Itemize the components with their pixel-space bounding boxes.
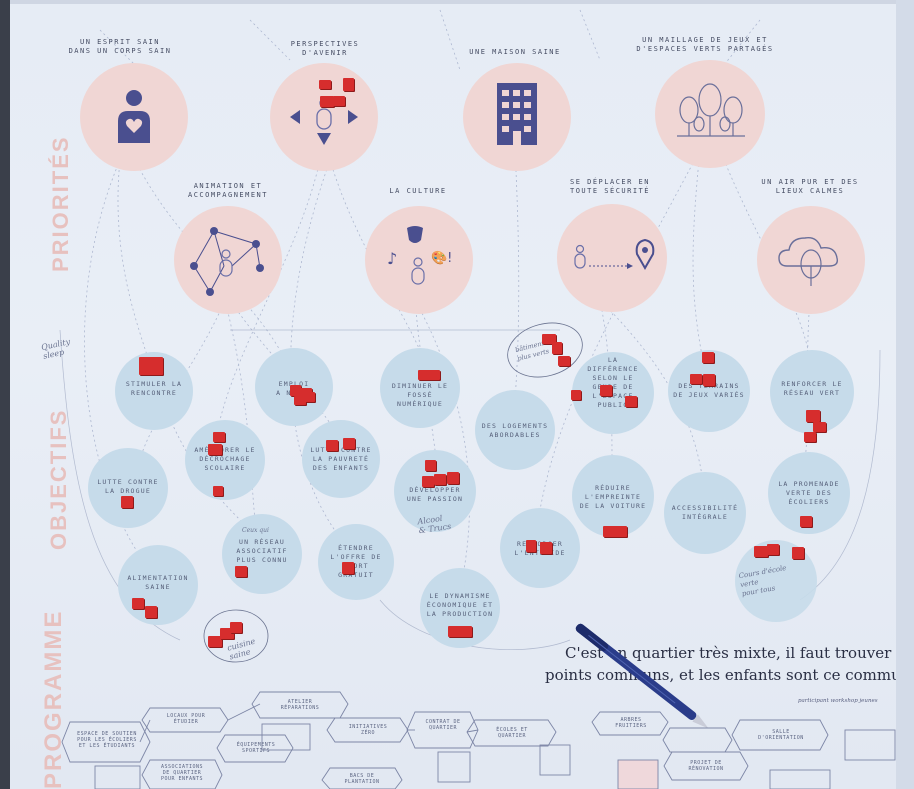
priority-label: UN MAILLAGE DE JEUX ET D'ESPACES VERTS P… [636,36,774,53]
cloud-tree-icon [778,237,839,286]
objective-label: ÉTENDRE L'OFFRE DE SPORT GRATUIT [330,544,382,579]
objective-label: LUTTE CONTRE LA DROGUE [97,478,159,495]
programme-box: INITIATIVES ZÉRO [348,724,388,736]
priority-label: ANIMATION ET ACCOMPAGNEMENT [187,182,268,199]
objective-label: LA PROMENADE VERTE DES ÉCOLIERS [778,480,840,506]
programme-box: ASSOCIATIONS DE QUARTIER POUR ENFANTS [160,764,204,782]
objective-label: DÉVELOPPER UNE PASSION [406,486,464,503]
objective-label: UN RÉSEAU ASSOCIATIF PLUS CONNU [236,538,288,564]
priority-circle: ♪ 🎨! [365,206,473,314]
objective-label: RENFORCER L'ENTRAIDE [500,540,580,558]
programme-box: PROJET DE RÉNOVATION [688,760,724,772]
poster-left-edge [0,0,10,789]
priority-label: UN ESPRIT SAIN DANS UN CORPS SAIN [68,38,172,55]
objective-circle [185,420,265,500]
quote-credit: participant workshop jeunes [798,698,878,704]
svg-text:🎨!: 🎨! [431,249,452,266]
objective-circle [302,420,380,498]
priority-circle [174,206,282,314]
objective-label: ACCESSIBILITÉ INTÉGRALE [671,504,739,521]
objective-label: DES TERRAINS DE JEUX VARIÉS [673,382,745,399]
programme-box: ÉCOLES ET QUARTIER [496,727,528,739]
objective-circle [88,448,168,528]
priority-label: UN AIR PUR ET DES LIEUX CALMES [761,178,859,195]
network-icon [190,227,264,296]
priority-circle [463,63,571,171]
priority-label: UNE MAISON SAINE [469,48,561,56]
objective-circle [668,350,750,432]
programme-box: ARBRES FRUITIERS [615,717,647,729]
objective-circle [380,348,460,428]
svg-text:♪: ♪ [387,249,397,268]
programme-box: ATELIER RÉPARATIONS [280,699,320,711]
programme-box: SALLE D'ORIENTATION [758,729,804,741]
handwritten-note: Ceux qui [242,527,269,534]
objective-circle [572,352,654,434]
trees-icon [677,83,745,137]
priority-label: SE DÉPLACER EN TOUTE SÉCURITÉ [569,178,650,195]
priority-label: LA CULTURE [389,187,447,195]
culture-icon: ♪ 🎨! [387,226,452,285]
objective-label: LE DYNAMISME ÉCONOMIQUE ET LA PRODUCTION [426,592,494,618]
priority-label: PERSPECTIVES D'AVENIR [290,40,360,57]
programme-box: BACS DE PLANTATION [344,773,380,785]
objective-circle [318,524,394,600]
priority-circle [80,63,188,171]
objective-label: RENFORCER LE RÉSEAU VERT [781,380,843,397]
programme-box: ESPACE DE SOUTIEN POUR LES ÉCOLIERS ET L… [77,731,137,749]
priority-circle [757,206,865,314]
objective-circle [475,390,555,470]
objective-circle [222,514,302,594]
priority-circle [655,60,765,168]
objective-label: LUTTE CONTRE LA PAUVRETÉ DES ENFANTS [310,446,372,472]
objective-label: DIMINUER LE FOSSÉ NUMÉRIQUE [391,382,449,408]
objective-label: STIMULER LA RENCONTRE [125,380,183,397]
priority-circle [557,204,667,312]
objective-circle [118,545,198,625]
objective-circle [664,472,746,554]
programme-box: ÉQUIPEMENTS SPORTIFS [236,742,276,754]
objective-label: RÉDUIRE L'EMPREINTE DE LA VOITURE [579,484,647,510]
programme-box: CONTRAT DE QUARTIER [425,719,461,731]
programme-box: LOCAUX POUR ÉTUDIER [166,713,206,725]
person-heart-icon [118,90,150,143]
poster-right-edge [896,0,914,789]
directions-icon [290,98,358,145]
objective-label: DES LOGEMENTS ABORDABLES [481,422,549,439]
quote-line-1: C'est un quartier très mixte, il faut tr… [565,644,914,662]
poster-top-edge [0,0,914,4]
objective-label: ALIMENTATION SAINE [127,574,189,591]
objective-circle [572,455,654,537]
route-pin-icon [574,238,655,271]
building-icon [497,83,537,145]
